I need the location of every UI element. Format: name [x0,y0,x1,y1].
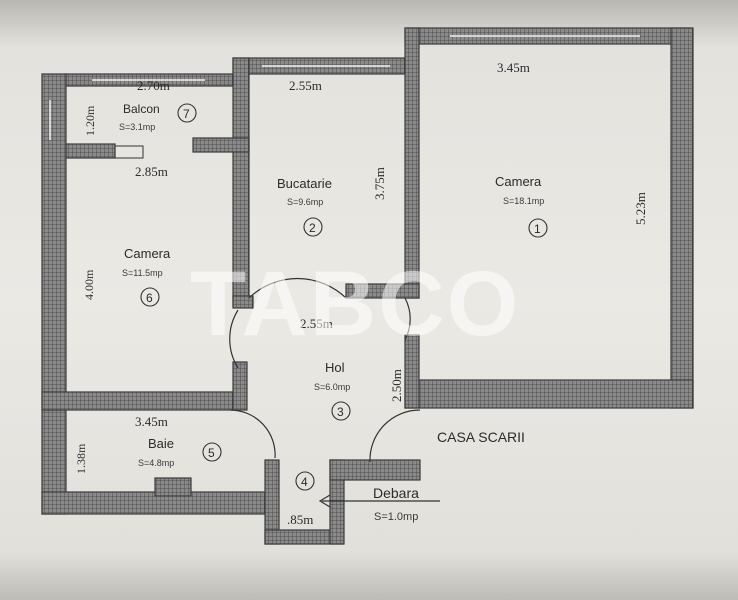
balcon-name: Balcon [123,102,160,116]
door-entrance [369,409,421,463]
door-kitchen [248,277,347,299]
hol-dim-side: 2.50m [389,369,404,402]
camera1-area: S=18.1mp [503,196,544,206]
debara-number: 4 [301,475,308,489]
hol-number-circle [331,401,351,421]
camera6-name: Camera [124,246,171,261]
balcon-number: 7 [183,107,190,121]
bucatarie-number-circle [303,217,323,237]
wall-kitchen-bottom-left [232,295,254,309]
wall-room6-right [232,361,248,411]
balcon-area: S=3.1mp [119,122,155,132]
debara-arrowhead [318,494,331,508]
wall-debara-top [329,459,421,481]
camera6-area: S=11.5mp [122,268,163,278]
camera1-number-circle [528,218,548,238]
bucatarie-name: Bucatarie [277,176,332,191]
watermark: TABCO [190,253,520,355]
camera1-dim-side: 5.23m [633,192,648,225]
wall-hol-right-stub [404,334,420,409]
baie-number-circle [202,442,222,462]
bucatarie-area: S=9.6mp [287,197,323,207]
camera6-dim-top: 2.85m [135,164,168,179]
balcon-dim-side: 1.20m [83,105,97,136]
camera1-dim-top: 3.45m [497,60,530,75]
baie-area: S=4.8mp [138,458,174,468]
wall-left [41,73,67,515]
balcon-number-circle [177,103,197,123]
hol-name: Hol [325,360,345,375]
baie-number: 5 [208,446,215,460]
hol-area: S=6.0mp [314,382,350,392]
debara-name: Debara [373,485,419,501]
door-bath [229,409,276,459]
debara-dim: .85m [287,512,313,527]
wall-room6-bottom [41,391,238,411]
baie-name: Baie [148,436,174,451]
camera6-number: 6 [146,291,153,305]
wall-right [670,27,694,409]
casa-scarii-label: CASA SCARII [437,429,525,445]
bucatarie-dim-side: 3.75m [372,167,387,200]
wall-bath-bump [154,477,192,497]
wall-room1-bottom [404,379,694,409]
baie-dim-side: 1.38m [74,443,88,474]
hol-number: 3 [337,405,344,419]
bucatarie-dim-top: 2.55m [289,78,322,93]
camera6-dim-side: 4.00m [82,269,96,300]
debara-area: S=1.0mp [374,511,418,523]
camera1-number: 1 [534,222,541,236]
camera1-name: Camera [495,174,542,189]
door-room6 [229,309,239,369]
bucatarie-number: 2 [309,221,316,235]
wall-balcony-bottom-right [192,137,250,153]
walls [41,27,694,545]
door-room1 [404,297,411,341]
windows [49,35,640,140]
hol-dim-top: 2.55m [300,316,333,331]
doors [229,277,440,508]
balcony-step [114,145,144,159]
balcon-dim-top: 2.70m [137,78,170,93]
debara-number-circle [295,471,315,491]
camera6-number-circle [140,287,160,307]
wall-balcony-bottom [64,143,116,159]
wall-kitchen-bottom [345,283,420,299]
baie-dim-top: 3.45m [135,414,168,429]
